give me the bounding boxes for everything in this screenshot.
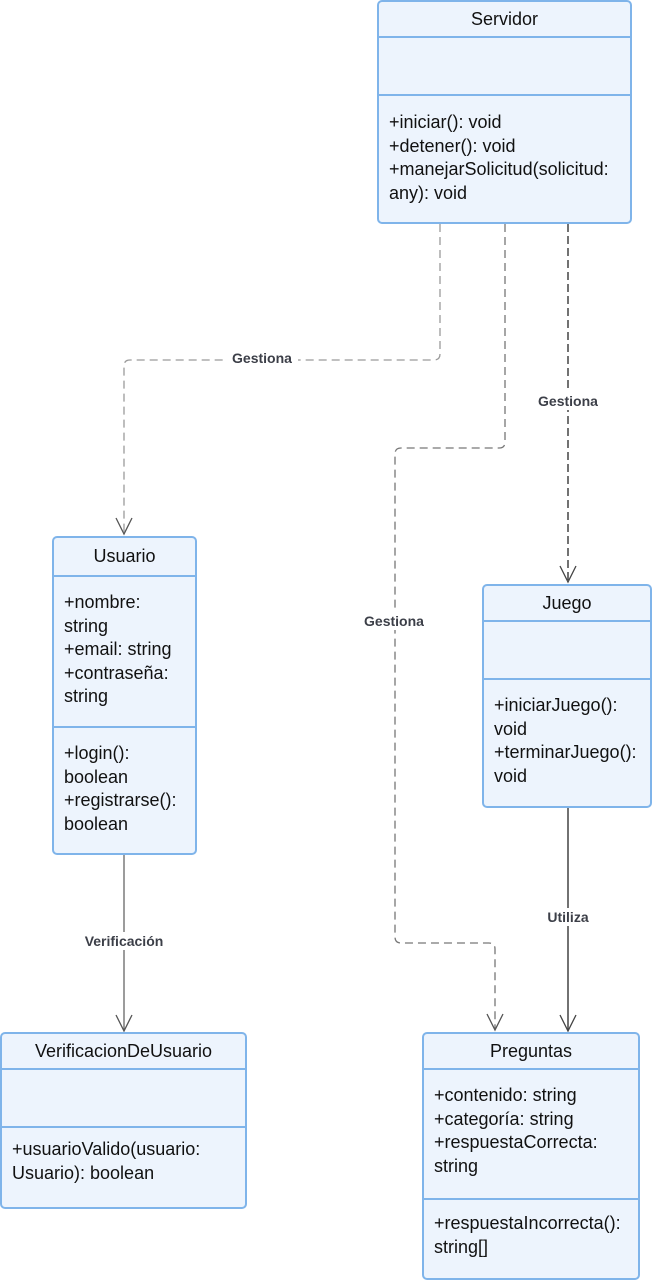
edge-servidor-preguntas [394,224,506,1029]
edge-label-gestiona-juego: Gestiona [538,393,598,409]
attribute: +contraseña: [64,662,169,683]
arrowhead [559,1014,577,1033]
class-name: VerificacionDeUsuario [2,1034,245,1070]
methods-section: +respuestaIncorrecta(): string[] [424,1200,638,1259]
method: +detener(): void [389,135,516,156]
edge-label-gestiona-preguntas: Gestiona [364,613,424,629]
class-name: Preguntas [424,1034,638,1070]
class-name: Servidor [379,2,630,38]
arrowhead [559,565,577,584]
method: +registrarse(): [64,790,177,810]
attribute: string [64,615,109,636]
method: +respuestaIncorrecta(): [434,1213,621,1233]
attributes-section: +nombre: string +email: string +contrase… [54,577,195,728]
method: +usuarioValido(usuario: [12,1139,201,1159]
method: boolean [64,813,129,834]
arrowhead [486,1013,504,1032]
method: +terminarJuego(): [494,742,637,762]
attributes-section: +contenido: string +categoría: string +r… [424,1070,638,1200]
attribute: +nombre: [64,592,141,612]
method: void [494,765,528,786]
edge-label-verificacion: Verificación [85,933,164,949]
methods-section: +iniciarJuego(): void +terminarJuego(): … [484,680,650,788]
attribute: string [64,686,109,706]
attributes-section [2,1070,245,1128]
method: +iniciarJuego(): [494,695,618,715]
attribute: +email: string [64,639,172,659]
class-servidor[interactable]: Servidor +iniciar(): void +detener(): vo… [377,0,632,224]
attributes-section [484,622,650,680]
class-juego[interactable]: Juego +iniciarJuego(): void +terminarJue… [482,584,652,808]
method: Usuario): boolean [12,1162,155,1183]
arrowhead [115,1014,133,1033]
attribute: string [434,1155,479,1176]
class-usuario[interactable]: Usuario +nombre: string +email: string +… [52,536,197,855]
attribute: +respuestaCorrecta: [434,1132,598,1152]
edge-servidor-usuario [123,224,441,533]
class-name: Juego [484,586,650,622]
methods-section: +iniciar(): void +detener(): void +manej… [379,96,630,205]
class-preguntas[interactable]: Preguntas +contenido: string +categoría:… [422,1032,640,1280]
attributes-section [379,38,630,96]
class-verificacion-de-usuario[interactable]: VerificacionDeUsuario +usuarioValido(usu… [0,1032,247,1209]
method: boolean [64,766,129,787]
methods-section: +login(): boolean +registrarse(): boolea… [54,728,195,836]
edge-label-gestiona-usuario: Gestiona [232,350,292,366]
method: +login(): [64,743,130,763]
attribute: +contenido: string [434,1085,577,1105]
edge-label-utiliza: Utiliza [547,909,588,925]
method: +manejarSolicitud(solicitud: [389,159,609,179]
arrowhead [115,517,133,536]
method: string[] [434,1236,489,1257]
method: +iniciar(): void [389,112,502,132]
method: void [494,718,528,739]
method: any): void [389,182,468,203]
class-name: Usuario [54,538,195,577]
attribute: +categoría: string [434,1108,574,1129]
methods-section: +usuarioValido(usuario: Usuario): boolea… [2,1128,245,1185]
